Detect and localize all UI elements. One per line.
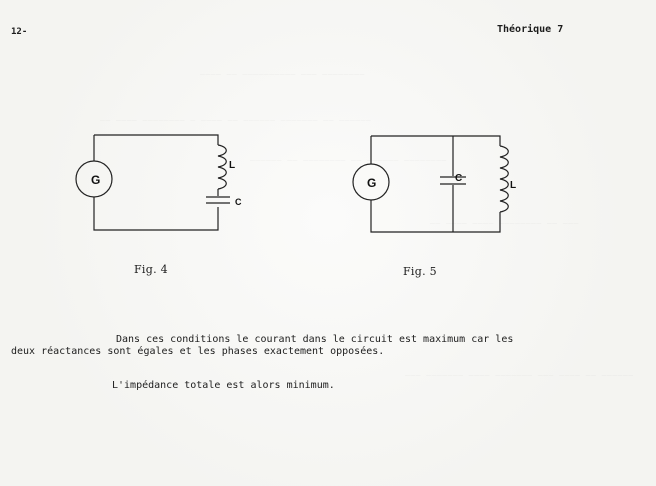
fig-4-generator-label: G	[91, 173, 100, 187]
body-text-line-3: L'impédance totale est alors minimum.	[112, 380, 335, 391]
body-text-line-1: Dans ces conditions le courant dans le c…	[116, 334, 514, 345]
faded-background-text: ___ _______ ____ _______ ___ ____ __ ___…	[405, 367, 634, 376]
fig-4-top-wire	[94, 134, 219, 145]
fig-4-capacitor-label: C	[235, 197, 242, 207]
fig-4-inductor-symbol	[217, 144, 227, 190]
fig-5-inductor-symbol	[499, 145, 509, 213]
faded-background-text: ______ __ ________ __ ______ ________	[250, 152, 447, 161]
figure-4-caption: Fig. 4	[134, 263, 168, 276]
fig-5-capacitor-label: C	[455, 173, 462, 184]
body-text-line-2: deux réactances sont égales et les phase…	[11, 346, 385, 357]
fig-4-bottom-wire	[93, 197, 219, 231]
fig-4-inductor-label: L	[229, 160, 235, 171]
page-number: 12-	[11, 27, 28, 37]
faded-background-text: __ ____ ________ _ ____ __ ______ ______…	[100, 112, 372, 121]
fig-5-generator-label: G	[367, 176, 376, 190]
page-title: Théorique 7	[497, 24, 564, 35]
fig-5-top-wire	[371, 135, 501, 146]
fig-5-circuit	[352, 135, 509, 233]
figure-5-caption: Fig. 5	[403, 265, 437, 278]
fig-5-bottom-wire	[370, 200, 501, 233]
fig-5-inductor-label: L	[510, 180, 516, 191]
faded-background-text: __ ____ ____ ________ __ ___	[430, 215, 579, 224]
fig-4-circuit	[75, 134, 230, 231]
faded-background-text: ____ __ __________ ___ ________	[200, 66, 365, 75]
